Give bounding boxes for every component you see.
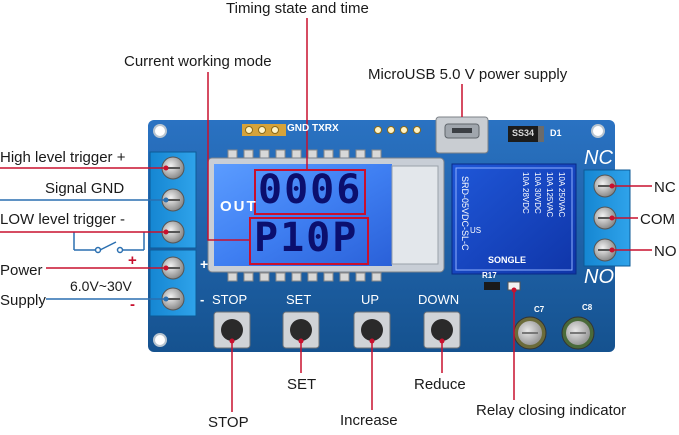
mounting-hole [153,333,167,347]
mounting-hole [591,124,605,138]
power-plus-sign: + [200,256,209,272]
resistor-r17 [484,282,500,290]
capacitor-c8 [561,316,595,350]
stop-button[interactable] [213,311,251,349]
relay-rating-2: 10A 125VAC [545,172,554,218]
header-pins [242,124,421,136]
timing-state-box [254,169,366,215]
button-minus-label: - [200,292,205,307]
stop-silk-label: STOP [212,292,248,307]
relay-rating-1: 10A 250VAC [557,172,566,218]
diode-ss34 [508,126,544,142]
increase-callout: Increase [340,412,398,429]
diode-label: SS34 [512,128,535,138]
working-mode-callout: Current working mode [124,53,272,70]
com-callout: COM [640,211,675,228]
mounting-hole [153,124,167,138]
set-silk-label: SET [286,292,312,307]
high-trigger-callout: High level trigger + [0,149,126,166]
relay-rating-3: 10A 30VDC [533,172,542,214]
callout-lines [0,18,652,412]
timing-state-callout: Timing state and time [226,0,369,17]
lcd-timing-value: 0006 [258,167,363,213]
no-callout: NO [654,243,677,260]
cap-c8-label: C8 [582,303,593,312]
supply-callout: Supply [0,292,46,309]
up-silk-label: UP [361,292,380,307]
lcd-mode-value: P10P [254,215,359,261]
relay-body [451,163,577,275]
voltage-callout: 6.0V~30V [70,278,132,294]
relay-us-mark: US [470,226,482,235]
signal-gnd-callout: Signal GND [45,180,125,197]
microusb-port [435,116,489,154]
reduce-callout: Reduce [414,376,466,393]
nc-callout: NC [654,179,676,196]
power-plus-callout: + [128,252,137,269]
capacitor-c7 [513,316,547,350]
cap-c7-label: C7 [534,305,545,314]
set-callout: SET [287,376,317,393]
no-silk-label: NO [584,266,614,288]
low-trigger-callout: LOW level trigger - [0,211,126,228]
resistor-ref: R17 [482,271,497,280]
callout-dots-blue [163,197,169,302]
relay-rating-4: 10A 28VDC [521,172,530,214]
up-button[interactable] [353,311,391,349]
down-silk-label: DOWN [418,292,460,307]
relay-brand: SONGLE [488,255,527,265]
stop-callout: STOP [208,414,249,431]
lcd-out-label: OUT [220,198,258,215]
nc-silk-label: NC [584,147,613,169]
lcd-pins-bottom [227,272,382,282]
relay-model: SRD-05VDC-SL-C [460,176,470,251]
working-mode-box [249,217,369,265]
power-callout: Power [0,262,43,279]
diode-ref: D1 [550,128,562,138]
set-button[interactable] [282,311,320,349]
header-label: GND TXRX [287,123,339,134]
power-terminal-block [149,249,197,317]
power-minus-callout: - [130,296,135,313]
down-button[interactable] [423,311,461,349]
lcd-backlight-tab [391,165,439,265]
microusb-callout: MicroUSB 5.0 V power supply [368,66,568,83]
callout-dots [163,165,615,344]
relay-indicator-callout: Relay closing indicator [476,402,627,419]
trigger-switch-symbol [73,232,145,254]
relay-label-area [455,167,573,271]
callout-lines-blue [0,199,166,300]
